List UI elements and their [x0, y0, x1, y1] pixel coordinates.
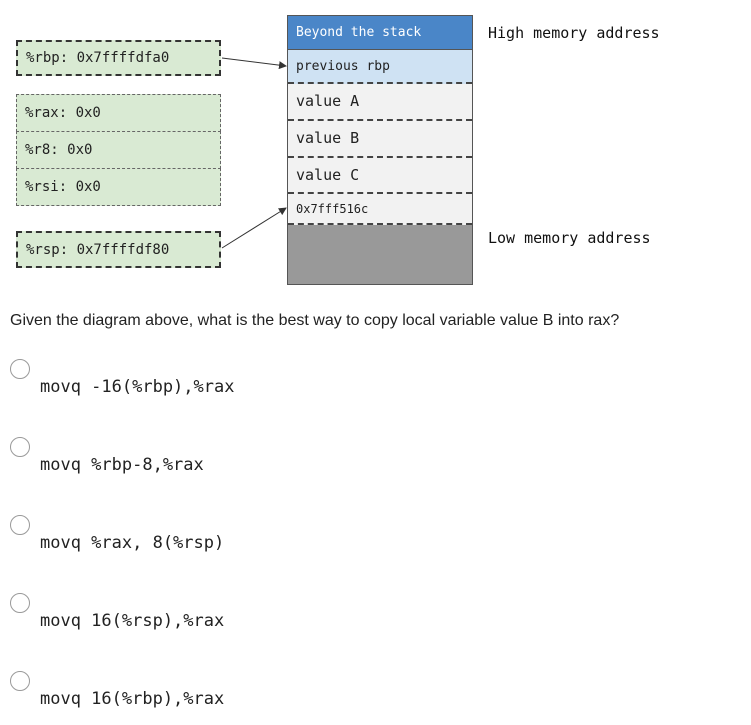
answer-option-5[interactable]: movq 16(%rbp),%rax	[10, 671, 730, 711]
rsp-pointer-arrow	[221, 207, 287, 249]
high-memory-label: High memory address	[488, 24, 660, 42]
rbp-pointer-arrow	[221, 57, 287, 70]
radio-button-icon[interactable]	[10, 593, 30, 613]
stack-diagram: Beyond the stack previous rbp value A va…	[287, 15, 473, 285]
stack-cell-value-b: value B	[288, 121, 472, 158]
stack-cell-value-a: value A	[288, 84, 472, 121]
option-label: movq 16(%rbp),%rax	[40, 689, 225, 709]
answer-option-3[interactable]: movq %rax, 8(%rsp)	[10, 515, 730, 555]
rsp-register-label: %rsp: 0x7ffffdf80	[26, 241, 170, 258]
stack-below-region	[288, 225, 472, 284]
answer-option-2[interactable]: movq %rbp-8,%rax	[10, 437, 730, 477]
option-label: movq %rbp-8,%rax	[40, 455, 204, 475]
radio-button-icon[interactable]	[10, 437, 30, 457]
pointer-arrows	[221, 57, 287, 249]
rax-register-label: %rax: 0x0	[25, 105, 101, 121]
option-label: movq -16(%rbp),%rax	[40, 377, 235, 397]
stack-cell-beyond: Beyond the stack	[288, 16, 472, 50]
r8-register-label: %r8: 0x0	[25, 142, 93, 158]
radio-button-icon[interactable]	[10, 515, 30, 535]
option-label: movq 16(%rsp),%rax	[40, 611, 225, 631]
rbp-register: %rbp: 0x7ffffdfa0	[16, 40, 221, 76]
low-memory-label: Low memory address	[488, 229, 651, 247]
radio-button-icon[interactable]	[10, 359, 30, 379]
rsi-register: %rsi: 0x0	[16, 168, 221, 206]
r8-register: %r8: 0x0	[16, 131, 221, 169]
rsi-register-label: %rsi: 0x0	[25, 179, 101, 195]
stack-cell-previous-rbp: previous rbp	[288, 50, 472, 84]
rbp-register-label: %rbp: 0x7ffffdfa0	[26, 50, 170, 66]
stack-cell-value-c: value C	[288, 158, 472, 194]
answer-option-4[interactable]: movq 16(%rsp),%rax	[10, 593, 730, 633]
option-label: movq %rax, 8(%rsp)	[40, 533, 225, 553]
radio-button-icon[interactable]	[10, 671, 30, 691]
answer-option-1[interactable]: movq -16(%rbp),%rax	[10, 359, 730, 399]
stack-cell-address: 0x7fff516c	[288, 194, 472, 225]
question-text: Given the diagram above, what is the bes…	[10, 312, 620, 329]
rsp-register: %rsp: 0x7ffffdf80	[16, 231, 221, 268]
